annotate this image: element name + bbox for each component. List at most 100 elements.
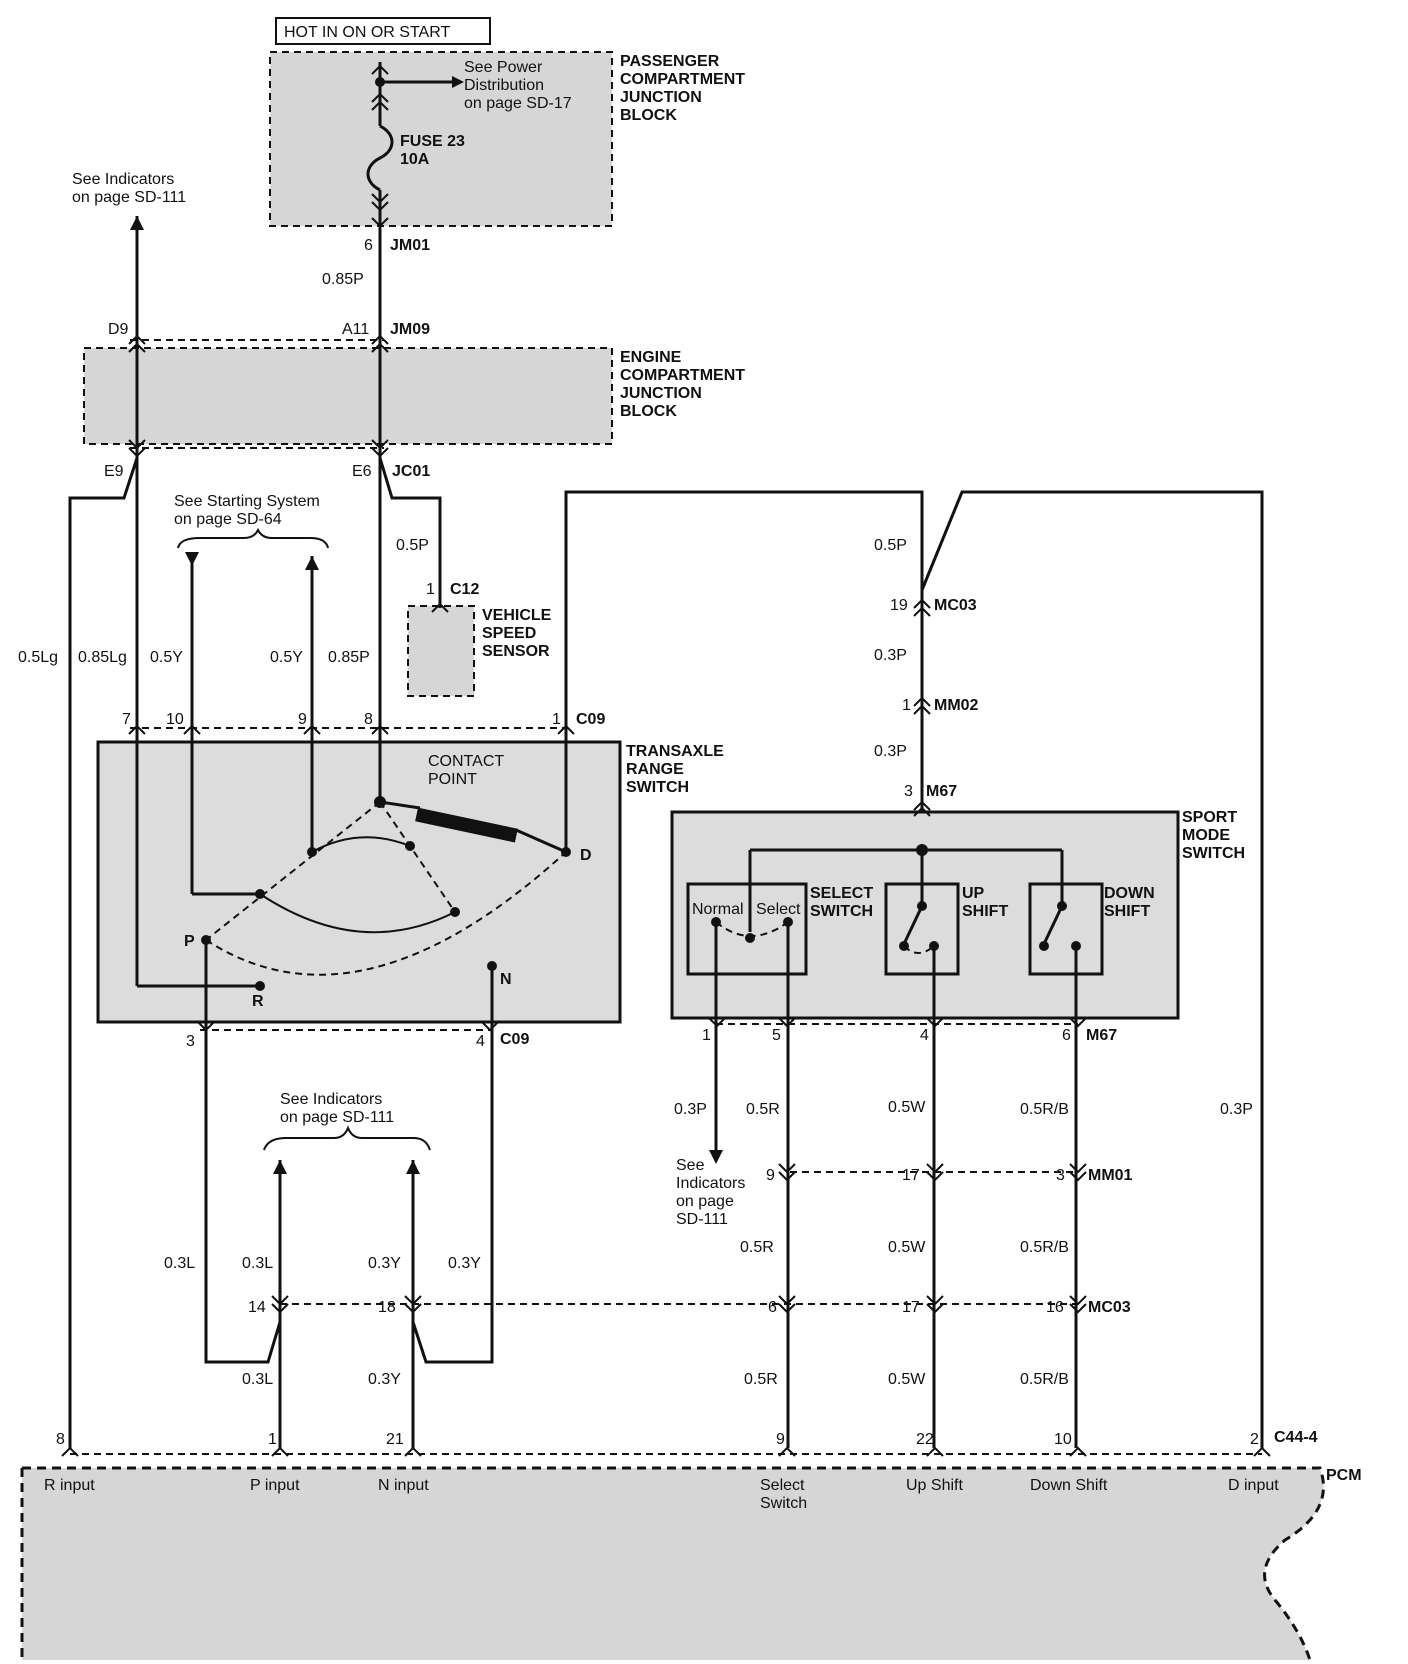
conn-jm01: JM01 — [390, 237, 430, 254]
svg-text:JUNCTION: JUNCTION — [620, 89, 702, 106]
svg-text:PASSENGER: PASSENGER — [620, 53, 720, 70]
svg-text:SWITCH: SWITCH — [1182, 845, 1245, 862]
select-switch-label-2: SWITCH — [810, 903, 873, 920]
svg-text:Indicators: Indicators — [676, 1175, 745, 1192]
svg-text:SD-111: SD-111 — [676, 1211, 728, 1228]
hot-label-box — [275, 17, 491, 45]
up-shift-label: UP — [962, 885, 985, 902]
wire-label: 0.5R — [740, 1239, 774, 1256]
wire-label: 0.5P — [396, 537, 429, 554]
wire-label: 0.3L — [164, 1255, 195, 1272]
pin-e9: E9 — [104, 463, 124, 480]
power-distribution-ref: See Power Distribution on page SD-17 — [464, 59, 572, 112]
wire-label: 0.85P — [322, 271, 364, 288]
wire-label: 0.3P — [1220, 1101, 1253, 1118]
svg-text:TRANSAXLE: TRANSAXLE — [626, 743, 724, 760]
pin-c09-10: 10 — [166, 711, 184, 728]
pin-mm01-9: 9 — [766, 1167, 775, 1184]
pin-c09-1: 1 — [552, 711, 561, 728]
pin-pcm-21: 21 — [386, 1431, 404, 1448]
pin-pcm-9: 9 — [776, 1431, 785, 1448]
conn-c44: C44-4 — [1274, 1429, 1318, 1446]
svg-text:See Indicators: See Indicators — [72, 171, 174, 188]
wire-label: 0.3Y — [448, 1255, 481, 1272]
wire-label: 0.5R/B — [1020, 1371, 1069, 1388]
pcm-input-r: R input — [44, 1477, 95, 1494]
connector-chevrons — [61, 64, 1271, 1457]
svg-text:on page SD-111: on page SD-111 — [72, 189, 186, 206]
pin-c09-4: 4 — [476, 1033, 485, 1050]
fuse-icon — [366, 124, 394, 192]
down-shift-box — [1028, 882, 1104, 976]
svg-text:VEHICLE: VEHICLE — [482, 607, 552, 624]
conn-m67-bottom: M67 — [1086, 1027, 1117, 1044]
svg-text:BLOCK: BLOCK — [620, 107, 677, 124]
svg-text:SENSOR: SENSOR — [482, 643, 550, 660]
indicators-ref-top: See Indicators on page SD-111 — [72, 171, 186, 206]
conn-c09-bottom: C09 — [500, 1031, 529, 1048]
arrow-down-icon — [185, 552, 199, 566]
svg-text:See Power: See Power — [464, 59, 543, 76]
wire-label: 0.5R/B — [1020, 1239, 1069, 1256]
wire-label: 0.3L — [242, 1371, 273, 1388]
arrow-up-icon — [305, 556, 319, 570]
svg-text:on page SD-64: on page SD-64 — [174, 511, 282, 528]
svg-text:on page SD-17: on page SD-17 — [464, 95, 572, 112]
svg-text:ENGINE: ENGINE — [620, 349, 682, 366]
indicators-ref-select: See Indicators on page SD-111 — [676, 1157, 745, 1228]
wire-label: 0.3P — [874, 743, 907, 760]
pcm-input-up: Up Shift — [906, 1477, 963, 1494]
pcm-input-d: D input — [1228, 1477, 1279, 1494]
svg-text:COMPARTMENT: COMPARTMENT — [620, 367, 745, 384]
vehicle-speed-sensor-label: VEHICLE SPEED SENSOR — [482, 607, 552, 660]
wire-label: 0.5Y — [150, 649, 183, 666]
fuse-rating: 10A — [400, 151, 430, 168]
wire-label: 0.3P — [874, 647, 907, 664]
pin-pcm-2: 2 — [1250, 1431, 1259, 1448]
pin-mc03-14: 14 — [248, 1299, 266, 1316]
pin-c12: 1 — [426, 581, 435, 598]
pin-pcm-22: 22 — [916, 1431, 934, 1448]
pin-c09-3: 3 — [186, 1033, 195, 1050]
engine-junction-block — [84, 348, 612, 444]
svg-text:on page: on page — [676, 1193, 734, 1210]
wire-label: 0.5W — [888, 1239, 926, 1256]
arrow-right-icon — [452, 76, 464, 88]
pin-m67-3: 3 — [904, 783, 913, 800]
pcm-input-n: N input — [378, 1477, 429, 1494]
conn-m67-top: M67 — [926, 783, 957, 800]
svg-text:JUNCTION: JUNCTION — [620, 385, 702, 402]
passenger-junction-label: PASSENGER COMPARTMENT JUNCTION BLOCK — [620, 53, 745, 124]
position-r: R — [252, 993, 264, 1010]
starting-system-brace — [177, 527, 329, 549]
engine-junction-label: ENGINE COMPARTMENT JUNCTION BLOCK — [620, 349, 745, 420]
pcm-input-select: Select — [760, 1477, 805, 1494]
wire-label: 0.5R — [744, 1371, 778, 1388]
arrow-down-icon — [709, 1150, 723, 1164]
select-label: Select — [756, 901, 801, 918]
select-switch-box — [686, 882, 808, 976]
arrow-up-icon — [273, 1160, 287, 1174]
pin-mc03-6: 6 — [768, 1299, 777, 1316]
svg-text:See Indicators: See Indicators — [280, 1091, 382, 1108]
conn-mc03-top: MC03 — [934, 597, 977, 614]
arrow-up-icon — [406, 1160, 420, 1174]
pin-mc03-17: 17 — [902, 1299, 920, 1316]
svg-text:SWITCH: SWITCH — [626, 779, 689, 796]
svg-text:on page SD-111: on page SD-111 — [280, 1109, 394, 1126]
svg-text:MODE: MODE — [1182, 827, 1230, 844]
pcm-input-down: Down Shift — [1030, 1477, 1108, 1494]
position-n: N — [500, 971, 512, 988]
wire-label: 0.3P — [674, 1101, 707, 1118]
pin-m67-5: 5 — [772, 1027, 781, 1044]
pcm-input-select-2: Switch — [760, 1495, 807, 1512]
pin-e6: E6 — [352, 463, 372, 480]
svg-text:See: See — [676, 1157, 705, 1174]
pin-mm01-17: 17 — [902, 1167, 920, 1184]
wire-label: 0.3Y — [368, 1371, 401, 1388]
wire-label: 0.5Y — [270, 649, 303, 666]
up-shift-box — [884, 882, 960, 976]
fuse-name: FUSE 23 — [400, 133, 465, 150]
position-d: D — [580, 847, 592, 864]
